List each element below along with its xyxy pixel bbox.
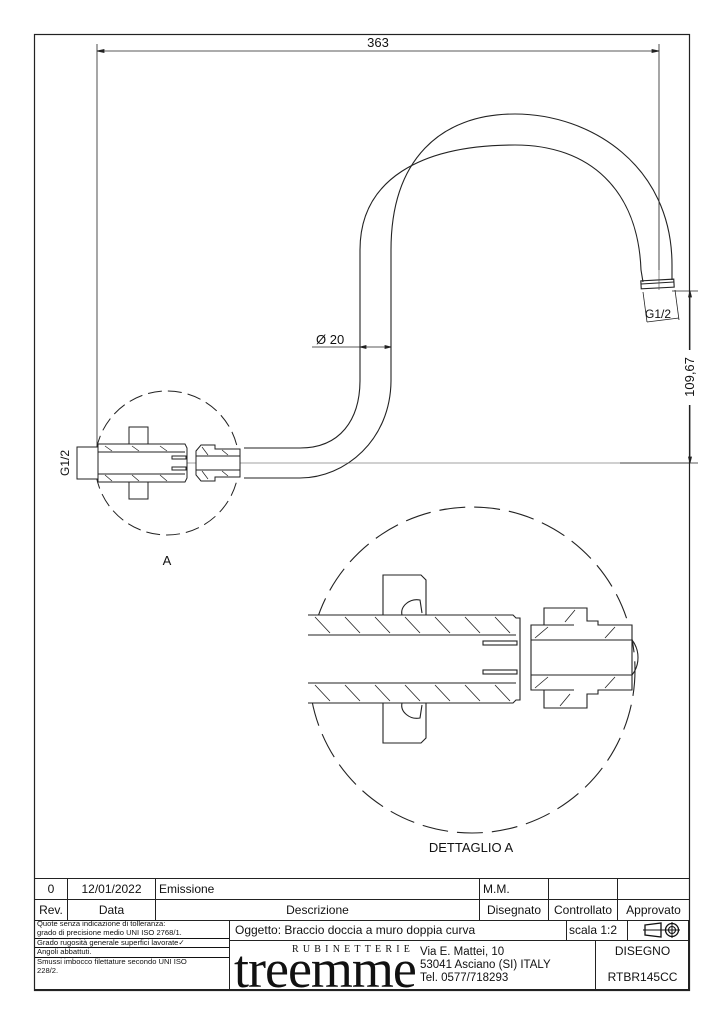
dimension-363-label: 363 — [367, 35, 389, 50]
drawing-label: DISEGNO — [614, 944, 671, 958]
dim-label-bg — [680, 350, 700, 405]
scale-text: scala 1:2 — [566, 920, 628, 940]
header-checked: Controllato — [548, 899, 618, 921]
address-line-1: Via E. Mattei, 10 — [420, 946, 505, 958]
subject-text: Oggetto: Braccio doccia a muro doppia cu… — [235, 923, 476, 937]
dimension-diameter — [312, 344, 392, 350]
rev-approved-by — [617, 878, 690, 900]
address-line-2: 53041 Asciano (SI) ITALY — [420, 959, 551, 971]
company-address: Via E. Mattei, 10 53041 Asciano (SI) ITA… — [420, 946, 551, 985]
header-rev: Rev. — [34, 899, 68, 921]
rev-drawn-by: M.M. — [479, 878, 549, 900]
note-line: Angoli abbattuti. — [35, 947, 229, 957]
drawing-number: RTBR145CC — [607, 970, 678, 984]
revision-header-row: Rev. Data Descrizione Disegnato Controll… — [34, 899, 690, 921]
logo-sub-text: RUBINETTERIE — [292, 944, 415, 955]
company-phone: Tel. 0577/718293 — [420, 972, 509, 984]
detail-marker-label: A — [163, 553, 172, 568]
rev-checked-by — [548, 878, 618, 900]
drawing-number-box: DISEGNO RTBR145CC — [595, 940, 689, 989]
note-line: Grado rugosità generale superfici lavora… — [35, 937, 229, 948]
header-approved: Approvato — [617, 899, 690, 921]
detail-caption: DETTAGLIO A — [429, 840, 514, 855]
header-description: Descrizione — [155, 899, 480, 921]
thread-label-right: G1/2 — [645, 307, 671, 321]
note-line: Smussi imbocco filettature secondo UNI I… — [35, 957, 229, 967]
thread-dim-right — [642, 289, 680, 323]
dimension-overall-length — [96, 44, 660, 450]
note-line: Quote senza indicazione di tolleranza: — [37, 919, 166, 928]
thread-label-left: G1/2 — [58, 450, 72, 476]
revision-table: 0 12/01/2022 Emissione M.M. Rev. Data De… — [34, 878, 690, 921]
diameter-label: Ø 20 — [316, 332, 344, 347]
roughness-symbol-icon: ✓ — [178, 937, 185, 947]
logo-main-text: treemme — [234, 939, 417, 999]
rev-description: Emissione — [155, 878, 480, 900]
wall-fitting-overview — [76, 390, 241, 536]
note-line: grado di precisione medio UNI ISO 2768/1… — [37, 927, 182, 937]
subject-row: Oggetto: Braccio doccia a muro doppia cu… — [230, 920, 688, 941]
company-logo: treemme RUBINETTERIE — [234, 942, 417, 996]
revision-row: 0 12/01/2022 Emissione M.M. — [34, 878, 690, 900]
height-dimension-label: 109,67 — [682, 357, 697, 397]
sheet-border — [33, 33, 691, 992]
first-angle-projection-icon — [643, 922, 680, 938]
rev-number: 0 — [34, 878, 68, 900]
title-info-block: Oggetto: Braccio doccia a muro doppia cu… — [230, 920, 689, 996]
header-drawn: Disegnato — [479, 899, 549, 921]
shower-arm-pipe — [244, 113, 675, 479]
detail-a-view — [308, 506, 639, 834]
general-notes: Quote senza indicazione di tolleranza: g… — [34, 919, 230, 990]
note-line: 228/2. — [37, 965, 59, 975]
header-date: Data — [67, 899, 156, 921]
rev-date: 12/01/2022 — [67, 878, 156, 900]
title-block: 0 12/01/2022 Emissione M.M. Rev. Data De… — [34, 878, 690, 990]
